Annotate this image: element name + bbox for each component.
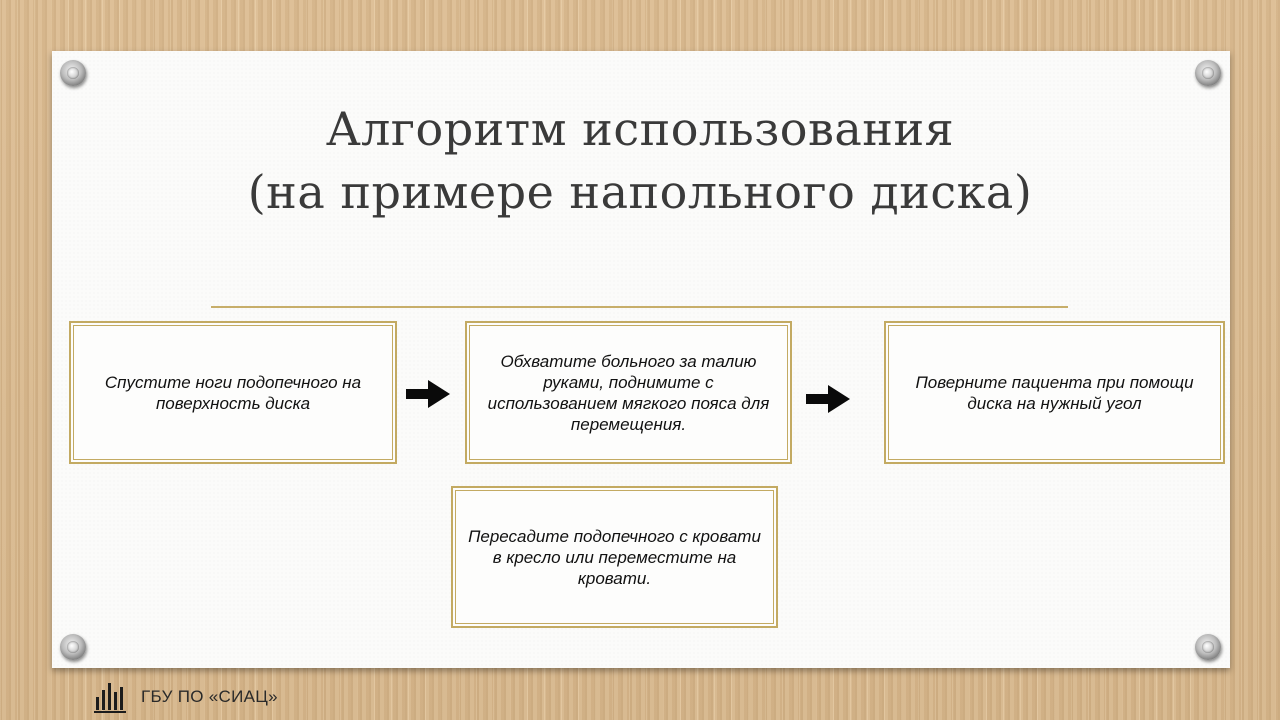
title-line-1: Алгоритм использования — [325, 102, 955, 156]
slide-title: Алгоритм использования (на примере напол… — [0, 98, 1280, 224]
step-text-4: Пересадите подопечного с кровати в кресл… — [468, 526, 761, 588]
step-box-1: Спустите ноги подопечного на поверхность… — [69, 321, 397, 464]
step-box-4: Пересадите подопечного с кровати в кресл… — [451, 486, 778, 628]
title-divider — [211, 306, 1068, 308]
pushpin-icon — [1195, 60, 1221, 86]
organization-label: ГБУ ПО «СИАЦ» — [141, 687, 278, 706]
step-text-1: Спустите ноги подопечного на поверхность… — [104, 372, 362, 413]
pushpin-icon — [60, 634, 86, 660]
pushpin-icon — [60, 60, 86, 86]
step-text-2: Обхватите больного за талию руками, подн… — [487, 351, 770, 434]
arrow-right-icon — [406, 380, 450, 408]
step-text-3: Поверните пациента при помощи диска на н… — [915, 372, 1194, 413]
bar-chart-logo-icon — [94, 683, 126, 713]
footer: ГБУ ПО «СИАЦ» — [93, 680, 278, 714]
step-box-3: Поверните пациента при помощи диска на н… — [884, 321, 1225, 464]
title-line-2: (на примере напольного диска) — [247, 165, 1033, 219]
pushpin-icon — [1195, 634, 1221, 660]
arrow-right-icon — [806, 385, 850, 413]
step-box-2: Обхватите больного за талию руками, подн… — [465, 321, 792, 464]
